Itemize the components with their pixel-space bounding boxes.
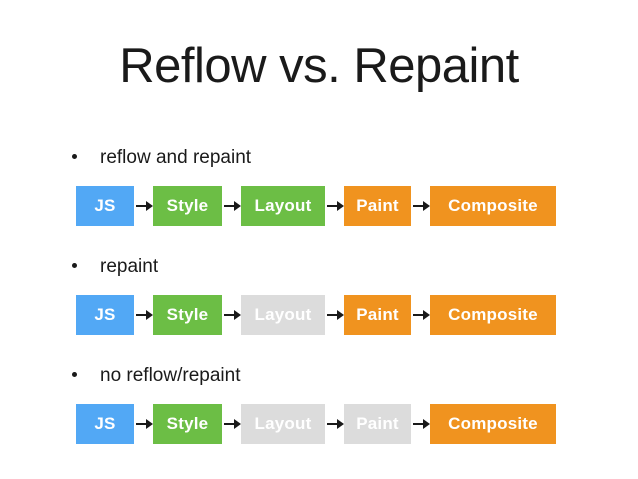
bullet-row: no reflow/repaint <box>0 358 638 392</box>
bullet-dot-icon <box>72 154 77 159</box>
section-repaint: repaint JS Style Layout Paint Composite <box>0 249 638 335</box>
bullet-label: repaint <box>100 255 159 277</box>
arrow-right-icon <box>134 418 153 430</box>
pipeline-stage-layout[interactable]: Layout <box>241 186 325 226</box>
arrow-right-icon <box>411 200 430 212</box>
section-reflow-and-repaint: reflow and repaint JS Style Layout Paint… <box>0 140 638 226</box>
pipeline-stage-style[interactable]: Style <box>153 295 222 335</box>
pipeline-stage-style[interactable]: Style <box>153 186 222 226</box>
bullet-row: repaint <box>0 249 638 283</box>
pipeline-stage-composite[interactable]: Composite <box>430 404 556 444</box>
section-no-reflow-repaint: no reflow/repaint JS Style Layout Paint … <box>0 358 638 444</box>
arrow-right-icon <box>222 200 241 212</box>
pipeline-stage-layout[interactable]: Layout <box>241 295 325 335</box>
bullet-dot-icon <box>72 263 77 268</box>
arrow-right-icon <box>325 418 344 430</box>
bullet-row: reflow and repaint <box>0 140 638 174</box>
rendering-pipeline: JS Style Layout Paint Composite <box>0 404 638 444</box>
pipeline-stage-composite[interactable]: Composite <box>430 295 556 335</box>
bullet-label: reflow and repaint <box>100 146 252 168</box>
pipeline-stage-paint[interactable]: Paint <box>344 295 411 335</box>
rendering-pipeline: JS Style Layout Paint Composite <box>0 186 638 226</box>
bullet-dot-icon <box>72 372 77 377</box>
arrow-right-icon <box>411 309 430 321</box>
pipeline-stage-composite[interactable]: Composite <box>430 186 556 226</box>
pipeline-stage-style[interactable]: Style <box>153 404 222 444</box>
page-title: Reflow vs. Repaint <box>119 39 519 93</box>
pipeline-stage-paint[interactable]: Paint <box>344 186 411 226</box>
arrow-right-icon <box>222 309 241 321</box>
rendering-pipeline: JS Style Layout Paint Composite <box>0 295 638 335</box>
arrow-right-icon <box>325 200 344 212</box>
arrow-right-icon <box>325 309 344 321</box>
pipeline-stage-js[interactable]: JS <box>76 404 134 444</box>
pipeline-stage-paint[interactable]: Paint <box>344 404 411 444</box>
pipeline-stage-js[interactable]: JS <box>76 186 134 226</box>
arrow-right-icon <box>411 418 430 430</box>
pipeline-stage-js[interactable]: JS <box>76 295 134 335</box>
pipeline-stage-layout[interactable]: Layout <box>241 404 325 444</box>
arrow-right-icon <box>222 418 241 430</box>
arrow-right-icon <box>134 200 153 212</box>
bullet-label: no reflow/repaint <box>100 364 241 386</box>
arrow-right-icon <box>134 309 153 321</box>
